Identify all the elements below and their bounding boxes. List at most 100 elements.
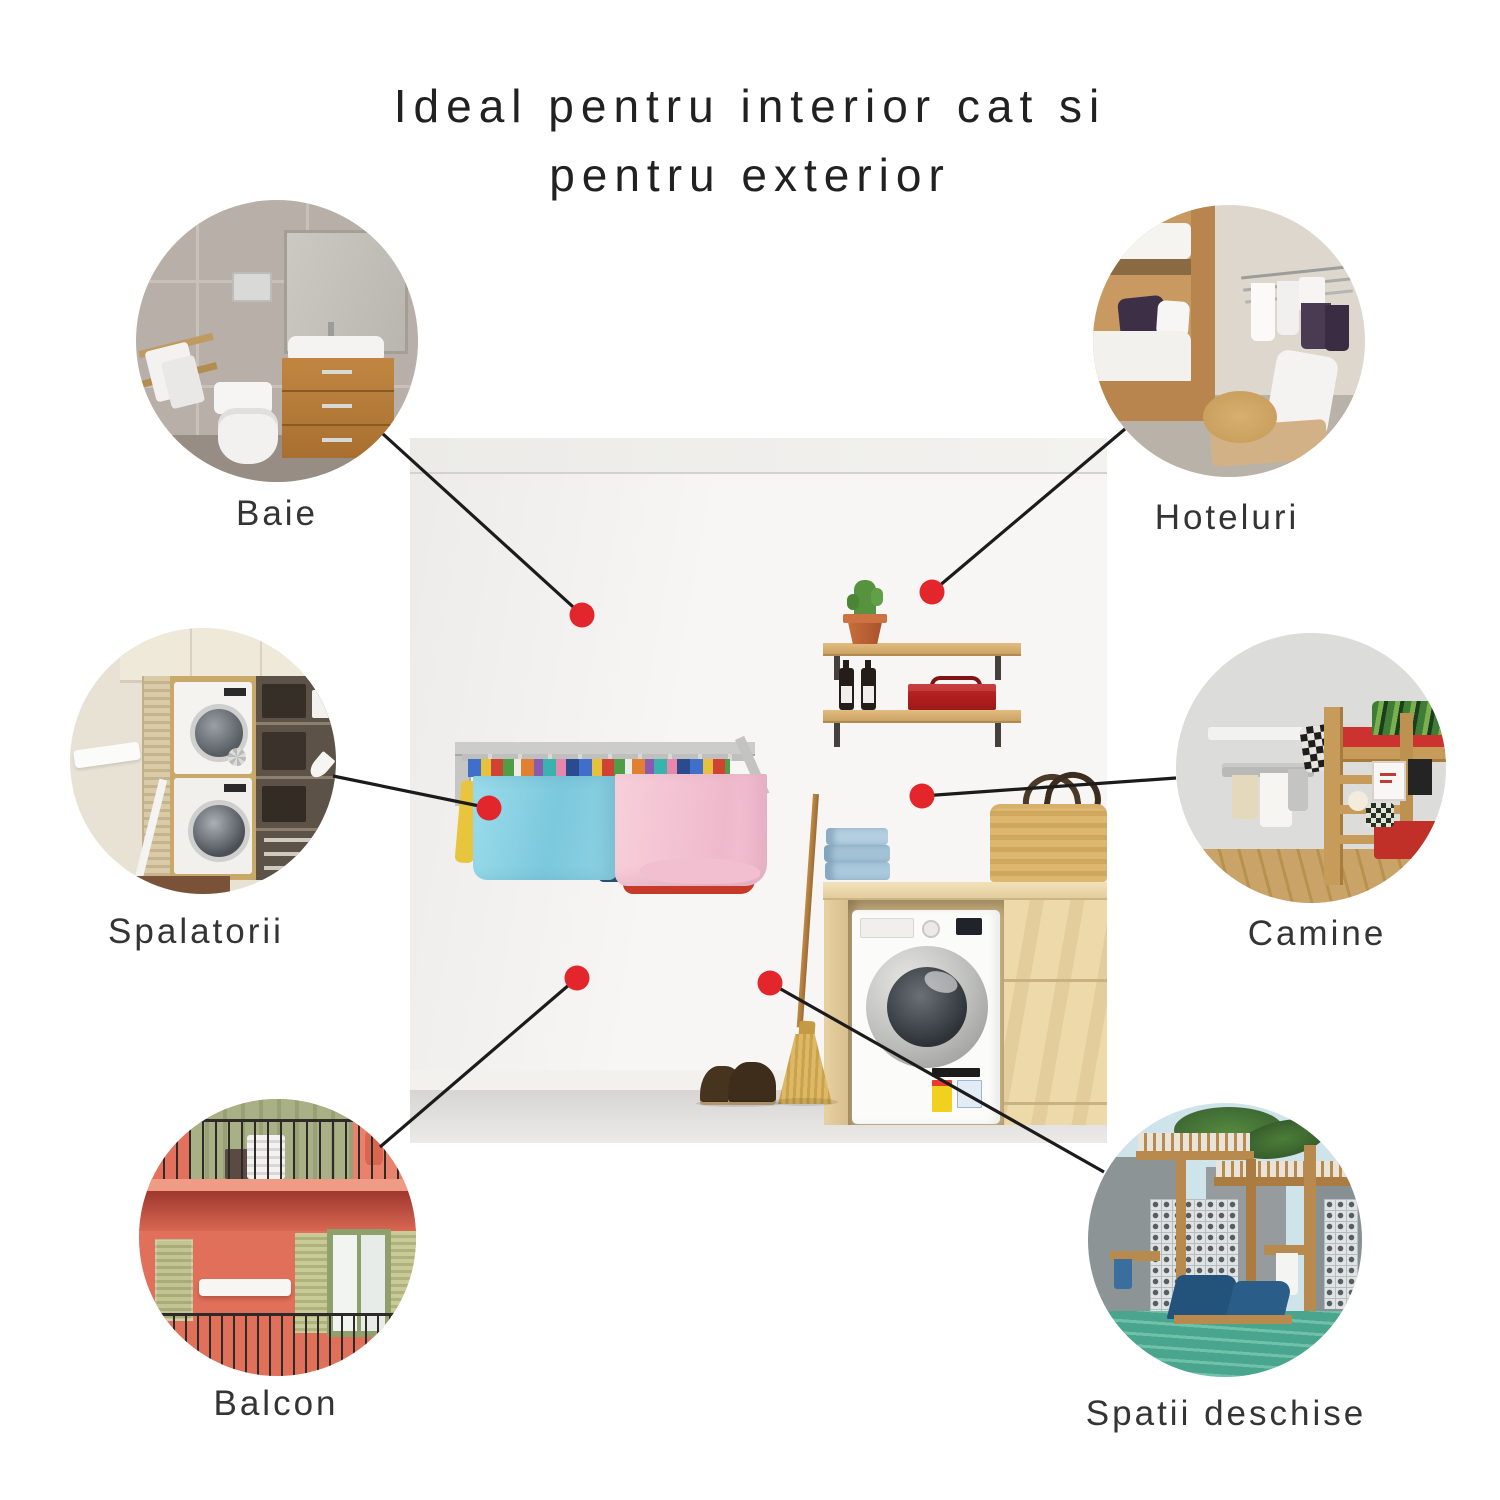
bunk-post <box>1191 205 1215 421</box>
callout-label-spatii-deschise: Spatii deschise <box>1085 1394 1367 1433</box>
basket <box>990 804 1107 882</box>
basket-dark <box>262 684 306 718</box>
callout-photo-hoteluri <box>1093 205 1365 477</box>
plant-pot <box>847 620 883 644</box>
counter-drawers <box>1004 897 1107 1125</box>
bed-post-front <box>1324 707 1343 885</box>
cactus-arm <box>871 588 883 606</box>
cabinet-seam <box>190 628 192 680</box>
slab-shadow <box>139 1191 416 1231</box>
energy-sticker-blue <box>957 1080 982 1108</box>
washer-display <box>224 688 246 696</box>
toilet-bowl <box>218 408 278 464</box>
cactus <box>854 580 876 622</box>
drawer-bar <box>264 866 324 870</box>
washing-machine-door <box>866 946 988 1068</box>
energy-sticker-yellow <box>932 1080 952 1112</box>
futon-pillow <box>1366 803 1394 827</box>
dorm-towel-gray <box>1288 769 1308 811</box>
pergola-post <box>1246 1159 1256 1319</box>
callout-label-camine: Camine <box>1247 914 1387 953</box>
white-bottles <box>312 690 330 718</box>
drawer-line <box>282 390 394 392</box>
poster-black <box>1408 759 1432 795</box>
wall-shelf <box>1110 1251 1160 1261</box>
callout-label-balcon: Balcon <box>213 1384 339 1423</box>
shelf-line <box>256 722 336 725</box>
page-title: Ideal pentru interior cat si pentru exte… <box>0 72 1500 210</box>
shelf-bracket <box>834 652 840 680</box>
shutter-left <box>155 1239 193 1321</box>
washer-vent <box>228 748 246 766</box>
bottle-label <box>863 686 874 703</box>
tile-grout <box>136 385 418 388</box>
washer-display <box>224 784 246 792</box>
sink-faucet <box>328 322 334 338</box>
boots-shadow <box>696 1100 782 1107</box>
bed-rail <box>1324 747 1446 762</box>
bed-post-back <box>1400 713 1413 843</box>
hotel-towel-white <box>1277 281 1299 335</box>
shelf-bracket <box>834 719 840 747</box>
bottle <box>843 660 849 672</box>
callout-photo-spalatorii <box>70 628 336 894</box>
hangers-strip <box>468 759 730 777</box>
callout-label-spalatorii: Spalatorii <box>108 912 284 951</box>
pergola-beam <box>1136 1151 1254 1160</box>
ceiling-band <box>410 438 1107 472</box>
shelf-bottom <box>823 710 1021 723</box>
lamp-sphere <box>1348 791 1368 811</box>
bottle <box>865 660 871 672</box>
ladder-rung <box>1340 775 1400 784</box>
laundry-room-scene <box>410 438 1107 1143</box>
floor-wood <box>110 876 230 894</box>
page-title-line2: pentru exterior <box>549 149 951 201</box>
shelf-bracket <box>995 652 1001 680</box>
washing-machine-knob <box>922 920 940 938</box>
railing-bottom <box>139 1313 416 1376</box>
pergola-post <box>1176 1151 1186 1323</box>
toolbox <box>908 684 996 710</box>
wall-strip <box>1208 727 1312 740</box>
towel-pink-fold <box>640 858 760 884</box>
dorm-towel-white <box>1260 773 1292 827</box>
broom-shadow <box>772 1098 838 1106</box>
dorm-towel-beige <box>1232 775 1258 819</box>
hotel-towel-white <box>1251 283 1275 341</box>
pergola-beam <box>1214 1177 1362 1186</box>
poster-text <box>1380 773 1396 776</box>
lounger-base <box>1174 1315 1292 1324</box>
drawer-bar <box>264 838 324 842</box>
chrome-rack-bar <box>1241 265 1347 280</box>
shelf-top <box>823 643 1021 656</box>
basket-dark <box>262 732 306 770</box>
callout-photo-balcon <box>139 1099 416 1376</box>
drying-bar-white <box>199 1279 291 1296</box>
ceiling-line <box>410 472 1107 474</box>
towel-blue <box>473 776 617 880</box>
energy-sticker-bar <box>932 1068 980 1077</box>
washing-machine-dispenser <box>860 918 914 938</box>
wall-shelf <box>1264 1245 1316 1255</box>
folded-towels <box>824 828 892 882</box>
callout-label-hoteluri: Hoteluri <box>1154 498 1300 537</box>
callout-label-baie: Baie <box>235 494 319 533</box>
boot <box>728 1062 776 1102</box>
poster-love-life <box>1372 761 1406 801</box>
counter-top <box>823 882 1107 900</box>
folded-towel <box>824 845 890 862</box>
washer-door <box>188 800 250 862</box>
plant-pot-rim <box>843 614 887 623</box>
towel-bar <box>1222 767 1314 777</box>
washer-lower <box>174 778 252 874</box>
drawer-handle <box>322 438 352 442</box>
ladder-rung <box>1340 835 1400 844</box>
cactus-arm <box>847 594 859 610</box>
towel-blue-hang <box>1114 1259 1132 1289</box>
poster-text <box>1380 780 1392 783</box>
drawer-seam <box>1004 1102 1107 1105</box>
pergola-post <box>1304 1145 1316 1327</box>
drawer-handle <box>322 370 352 374</box>
callout-photo-camine <box>1176 633 1446 903</box>
